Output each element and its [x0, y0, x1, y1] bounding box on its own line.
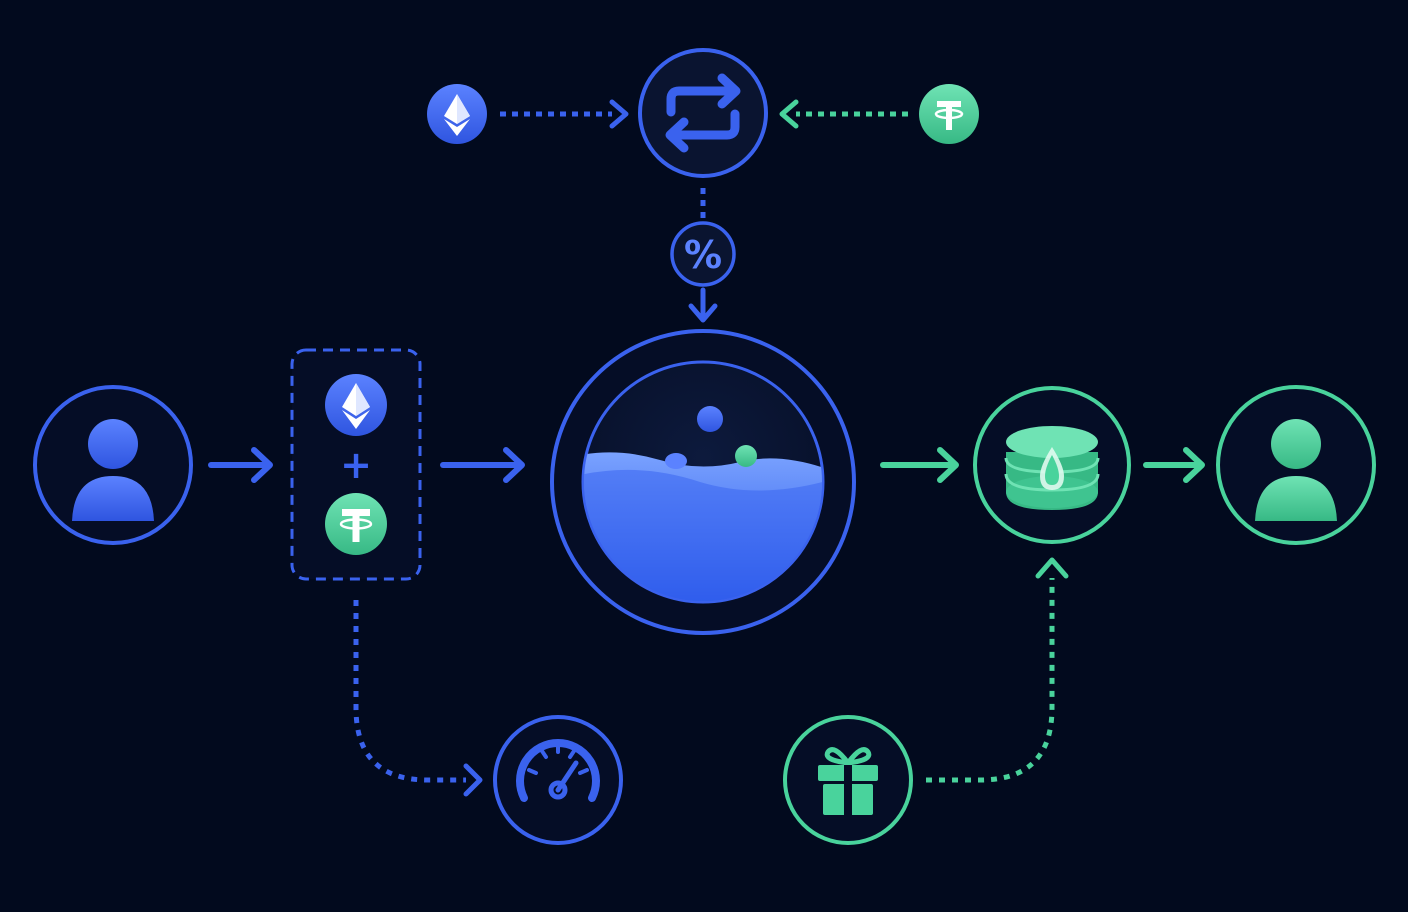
- reward-node: [783, 715, 913, 845]
- fee-to-pool-arrow: [688, 287, 718, 323]
- percent-icon: %: [684, 233, 722, 277]
- user-holder-node: [1216, 385, 1376, 545]
- speedometer-icon: [516, 739, 600, 802]
- bubble-blue: [697, 406, 723, 432]
- tether-icon: [325, 493, 387, 555]
- user-to-pair-arrow: [208, 447, 273, 483]
- speedometer-node: [493, 715, 623, 845]
- liquidity-pool-node: [550, 329, 856, 635]
- usdt-input-node: [919, 84, 979, 144]
- eth-to-swap-connector: [500, 99, 629, 129]
- gift-to-lp-connector: [926, 557, 1069, 783]
- pair-to-pool-arrow: [440, 447, 525, 483]
- swap-node: [638, 48, 768, 178]
- bubble-green: [735, 445, 757, 467]
- connectors: [208, 99, 1205, 797]
- gift-icon: [818, 747, 878, 815]
- fee-node: %: [670, 221, 736, 287]
- lp-token-node: [973, 386, 1131, 544]
- eth-input-node: [427, 84, 487, 144]
- user-icon: [72, 419, 154, 521]
- token-pair-node: +: [290, 348, 422, 581]
- ethereum-icon: [444, 94, 470, 136]
- plus-icon: +: [340, 443, 372, 487]
- user-icon: [1255, 419, 1337, 521]
- water-pool-icon: [584, 452, 822, 601]
- usdt-to-swap-connector: [779, 99, 908, 129]
- ethereum-icon: [325, 374, 387, 436]
- lp-to-user-arrow: [1143, 447, 1205, 483]
- liquid-token-stack-icon: [1004, 426, 1100, 510]
- tether-icon: [934, 101, 964, 130]
- pool-to-lp-arrow: [880, 447, 959, 483]
- user-provider-node: [33, 385, 193, 545]
- swap-arrows-icon: [665, 73, 741, 153]
- pair-to-speedometer-connector: [353, 600, 483, 797]
